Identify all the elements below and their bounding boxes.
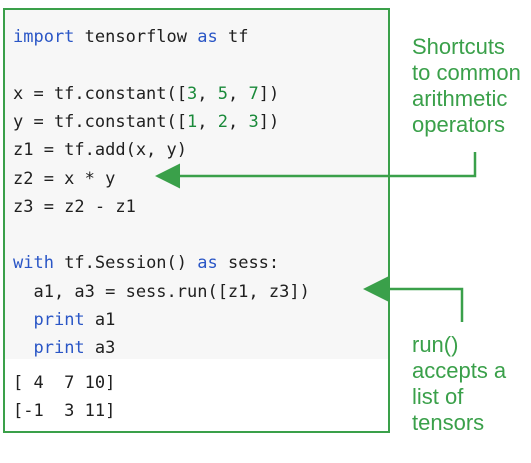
run-arrow bbox=[363, 276, 464, 322]
output-line: [ 4 7 10] bbox=[13, 373, 116, 393]
code-line: a1, a3 = sess.run([z1, z3]) bbox=[13, 281, 310, 302]
code-line: x = tf.constant([3, 5, 7]) bbox=[13, 83, 280, 104]
code-line: z2 = x * y bbox=[13, 168, 116, 189]
code-line: z1 = tf.add(x, y) bbox=[13, 140, 187, 161]
code-line: z3 = z2 - z1 bbox=[13, 196, 136, 217]
run-annotation: run() accepts a list of tensors bbox=[412, 332, 507, 435]
code-line: import tensorflow as tf bbox=[13, 27, 249, 47]
code-line: with tf.Session() as sess: bbox=[13, 253, 280, 274]
code-panel bbox=[3, 8, 390, 426]
shortcuts-arrow bbox=[155, 152, 477, 189]
code-line: y = tf.constant([1, 2, 3]) bbox=[13, 111, 280, 132]
code-line: print a1 bbox=[33, 310, 116, 330]
output-panel bbox=[3, 359, 390, 433]
shortcuts-annotation: Shortcuts to common arithmetic operators bbox=[412, 34, 521, 137]
output-line: [-1 3 11] bbox=[13, 401, 116, 421]
code-line: print a3 bbox=[33, 338, 116, 359]
